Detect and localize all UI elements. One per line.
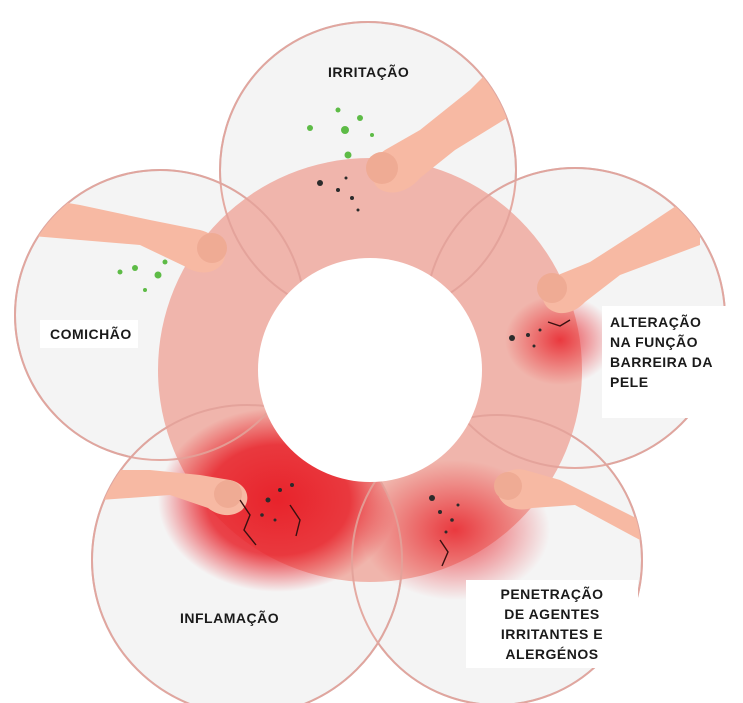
- label-inflammation: INFLAMAÇÃO: [180, 608, 279, 628]
- label-penetration: PENETRAÇÃO DE AGENTES IRRITANTES E ALERG…: [466, 580, 638, 668]
- label-itching: COMICHÃO: [40, 320, 138, 348]
- label-irritation: IRRITAÇÃO: [328, 62, 409, 82]
- label-barrier: ALTERAÇÃO NA FUNÇÃO BARREIRA DA PELE: [602, 306, 743, 418]
- center-hole: [258, 258, 482, 482]
